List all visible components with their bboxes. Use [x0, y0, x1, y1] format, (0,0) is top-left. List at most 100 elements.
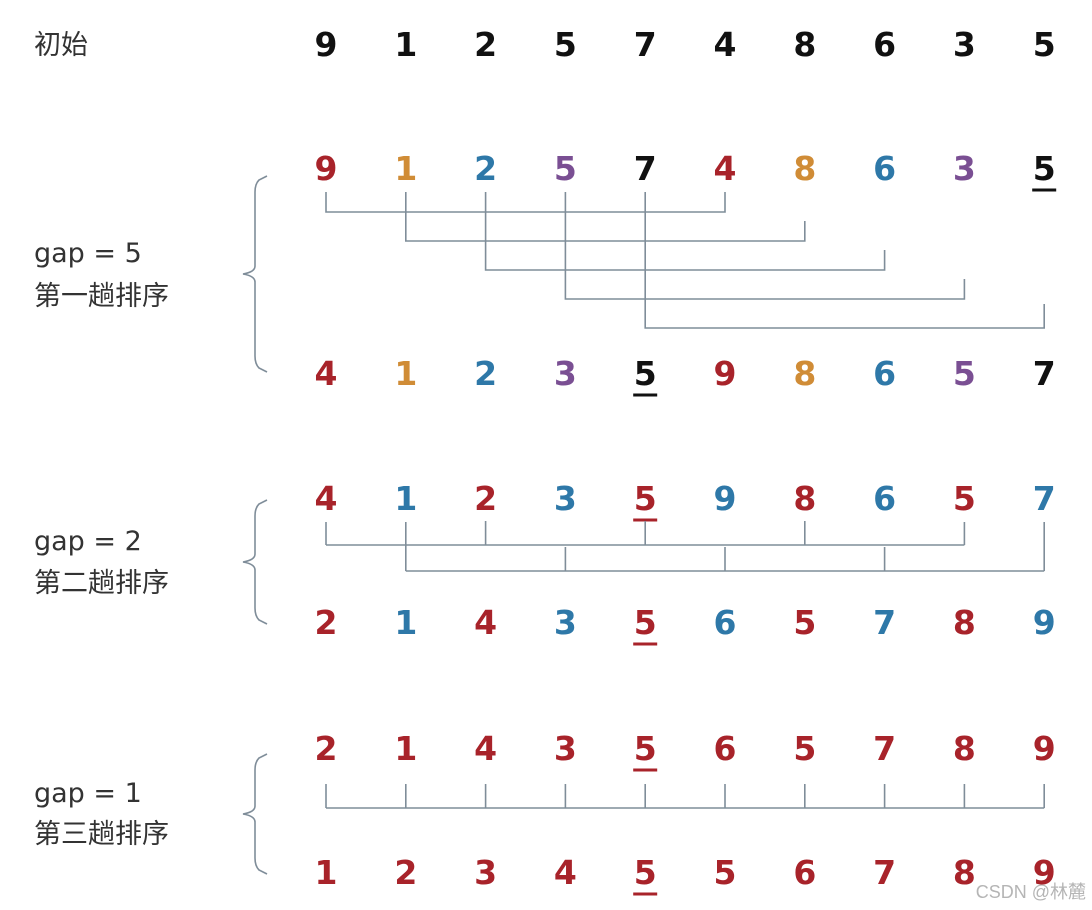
pass1-before-row-value-7: 6	[873, 149, 896, 188]
pass3-before-row-value-4: 5	[634, 729, 657, 768]
pass3-before-row-value-3: 3	[554, 729, 577, 768]
brace-pass-3	[242, 753, 268, 875]
initial-row-value-4: 7	[634, 25, 657, 64]
pass1-before-row-value-1: 1	[394, 149, 417, 188]
pass2-before-row-value-1: 1	[394, 479, 417, 518]
initial-row-value-7: 6	[873, 25, 896, 64]
pass3-before-row-value-7: 7	[873, 729, 896, 768]
pass3-before-row-value-8: 8	[953, 729, 976, 768]
pass1-group-3	[564, 192, 966, 300]
pass3-before-row-value-5: 6	[714, 729, 737, 768]
watermark: CSDN @林麓	[976, 882, 1086, 902]
pass3-before-row-value-6: 5	[793, 729, 816, 768]
initial-row-value-0: 9	[315, 25, 338, 64]
pass-3: gap = 1 第三趟排序	[34, 778, 169, 850]
pass-label-3: 第三趟排序	[34, 819, 169, 850]
initial-row-value-9: 5	[1033, 25, 1056, 64]
pass1-after-row-value-0: 4	[315, 354, 338, 393]
pass2-after-row-value-5: 6	[714, 603, 737, 642]
brace-pass-2	[242, 499, 268, 625]
pass2-before-row-value-5: 9	[714, 479, 737, 518]
pass1-after-row-value-8: 5	[953, 354, 976, 393]
pass1-before-row-value-0: 9	[315, 149, 338, 188]
brace-pass-1	[242, 175, 268, 373]
pass1-before-row-value-8: 3	[953, 149, 976, 188]
initial-row-value-8: 3	[953, 25, 976, 64]
pass1-connectors	[325, 192, 1045, 329]
pass3-after-row-value-3: 4	[554, 853, 577, 892]
initial-row-value-1: 1	[394, 25, 417, 64]
initial-row-value-6: 8	[793, 25, 816, 64]
pass1-after-row: 4 1 2 3 5 9 8 6 5 7	[315, 354, 1056, 397]
pass2-before-row-value-9: 7	[1033, 479, 1056, 518]
pass3-after-row-value-9: 9	[1033, 853, 1056, 892]
pass-2: gap = 2 第二趟排序	[34, 526, 169, 599]
pass2-after-row-value-3: 3	[554, 603, 577, 642]
gap-label-3: gap = 1	[34, 778, 142, 809]
pass1-after-row-value-6: 8	[793, 354, 816, 393]
pass1-after-row-value-4: 5	[634, 354, 657, 393]
pass3-before-row-value-9: 9	[1033, 729, 1056, 768]
pass1-group-2	[484, 192, 886, 271]
initial-row-value-3: 5	[554, 25, 577, 64]
pass1-after-row-value-9: 7	[1033, 354, 1056, 393]
pass2-before-row-value-6: 8	[793, 479, 816, 518]
pass1-after-row-value-3: 3	[554, 354, 577, 393]
pass2-after-row-value-2: 4	[474, 603, 497, 642]
pass2-before-row-value-2: 2	[474, 479, 497, 518]
pass1-before-row: 9 1 2 5 7 4 8 6 3 5	[315, 149, 1057, 192]
pass2-connectors	[325, 521, 1045, 572]
pass2-before-row-value-0: 4	[315, 479, 338, 518]
number-rows: 9 1 2 5 7 4 8 6 3 5 9 1 2 5 7 4 8 6 3 5 4 1 2 3 5 9 8 6 5 7 4 1 2 3 5 9 8 6 5 7…	[242, 25, 1057, 896]
pass1-after-row-value-1: 1	[394, 354, 417, 393]
initial-row-value-5: 4	[714, 25, 737, 64]
pass3-connectors	[325, 784, 1045, 809]
initial-label: 初始	[34, 30, 88, 61]
pass1-before-row-value-3: 5	[554, 149, 577, 188]
pass3-after-row-value-0: 1	[315, 853, 338, 892]
pass1-before-row-value-4: 7	[634, 149, 657, 188]
pass3-after-row: 1 2 3 4 5 5 6 7 8 9	[315, 853, 1056, 896]
pass3-after-row-value-8: 8	[953, 853, 976, 892]
pass1-before-row-value-9: 5	[1033, 149, 1056, 188]
pass-label-2: 第二趟排序	[34, 568, 169, 599]
pass-1: gap = 5 第一趟排序	[34, 238, 169, 312]
pass2-after-row-value-4: 5	[634, 603, 657, 642]
pass1-before-row-value-2: 2	[474, 149, 497, 188]
pass3-after-row-value-7: 7	[873, 853, 896, 892]
pass1-before-row-value-5: 4	[714, 149, 737, 188]
gap-label-2: gap = 2	[34, 526, 142, 557]
pass1-group-4	[644, 192, 1045, 329]
pass-label-1: 第一趟排序	[34, 281, 169, 312]
initial-row-value-2: 2	[474, 25, 497, 64]
pass2-before-row-value-7: 6	[873, 479, 896, 518]
pass2-after-row-value-7: 7	[873, 603, 896, 642]
pass3-after-row-value-1: 2	[394, 853, 417, 892]
pass2-before-row-value-4: 5	[634, 479, 657, 518]
pass2-after-row: 2 1 4 3 5 6 5 7 8 9	[315, 603, 1056, 646]
pass1-before-row-value-6: 8	[793, 149, 816, 188]
pass1-after-row-value-7: 6	[873, 354, 896, 393]
initial-row: 9 1 2 5 7 4 8 6 3 5	[315, 25, 1056, 64]
pass1-group-1	[404, 192, 806, 242]
pass2-after-row-value-1: 1	[394, 603, 417, 642]
pass3-after-row-value-2: 3	[474, 853, 497, 892]
pass1-after-row-value-5: 9	[714, 354, 737, 393]
pass2-after-row-value-9: 9	[1033, 603, 1056, 642]
pass2-before-row: 4 1 2 3 5 9 8 6 5 7	[315, 479, 1056, 522]
pass2-after-row-value-8: 8	[953, 603, 976, 642]
pass1-after-row-value-2: 2	[474, 354, 497, 393]
pass3-before-row-value-1: 1	[394, 729, 417, 768]
pass3-before-row-value-2: 4	[474, 729, 497, 768]
pass3-after-row-value-6: 6	[793, 853, 816, 892]
pass2-after-row-value-0: 2	[315, 603, 338, 642]
gap-label-1: gap = 5	[34, 238, 142, 269]
pass3-after-row-value-4: 5	[634, 853, 657, 892]
pass1-group-0	[325, 192, 726, 213]
pass2-before-row-value-8: 5	[953, 479, 976, 518]
pass3-after-row-value-5: 5	[714, 853, 737, 892]
pass2-before-row-value-3: 3	[554, 479, 577, 518]
pass2-after-row-value-6: 5	[793, 603, 816, 642]
